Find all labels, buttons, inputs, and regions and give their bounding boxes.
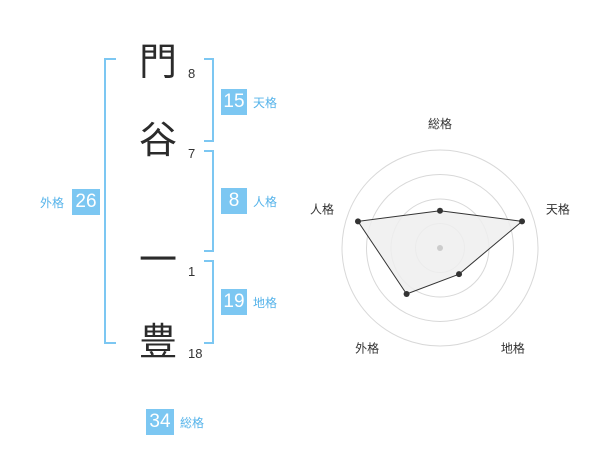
stroke-count-4: 18	[188, 346, 203, 361]
radar-axis-label-3: 外格	[355, 340, 379, 355]
jinkaku-bracket	[204, 150, 214, 252]
radar-ring-4	[341, 149, 539, 347]
radar-area	[357, 210, 524, 295]
radar-axis-label-2: 地格	[501, 340, 525, 355]
radar-point-2	[456, 271, 463, 278]
gaikaku-label: 外格	[40, 196, 65, 210]
jinkaku-label: 人格	[253, 195, 278, 209]
chikaku-bracket	[204, 260, 214, 344]
tenkaku-value: 15	[221, 89, 247, 115]
gaikaku-bracket	[104, 58, 116, 344]
char-1: 門	[138, 40, 177, 84]
stroke-count-3: 1	[188, 264, 196, 279]
radar-axis-label-4: 人格	[310, 202, 334, 217]
radar-points	[354, 207, 526, 297]
radar-axis-label-0: 総格	[428, 116, 452, 131]
stroke-count-1: 8	[188, 66, 196, 81]
stroke-count-2: 7	[188, 146, 196, 161]
radar-point-0	[437, 207, 443, 214]
tenkaku-bracket	[204, 58, 214, 142]
radar-point-4	[354, 218, 361, 225]
soukaku-value: 34	[146, 409, 174, 435]
chikaku-label: 地格	[253, 296, 278, 310]
chikaku-value: 19	[221, 289, 247, 315]
radar-point-3	[403, 290, 410, 297]
soukaku-label: 総格	[180, 416, 205, 430]
radar-center-dot	[437, 245, 443, 251]
jinkaku-value: 8	[221, 188, 247, 214]
radar-point-1	[519, 218, 526, 225]
char-2: 谷	[138, 118, 177, 162]
char-4: 豊	[138, 320, 177, 364]
tenkaku-label: 天格	[253, 96, 278, 110]
radar-ring-3	[366, 174, 514, 322]
radar-axis-label-1: 天格	[546, 202, 570, 217]
char-3: 一	[138, 238, 177, 282]
gaikaku-value: 26	[72, 189, 100, 215]
